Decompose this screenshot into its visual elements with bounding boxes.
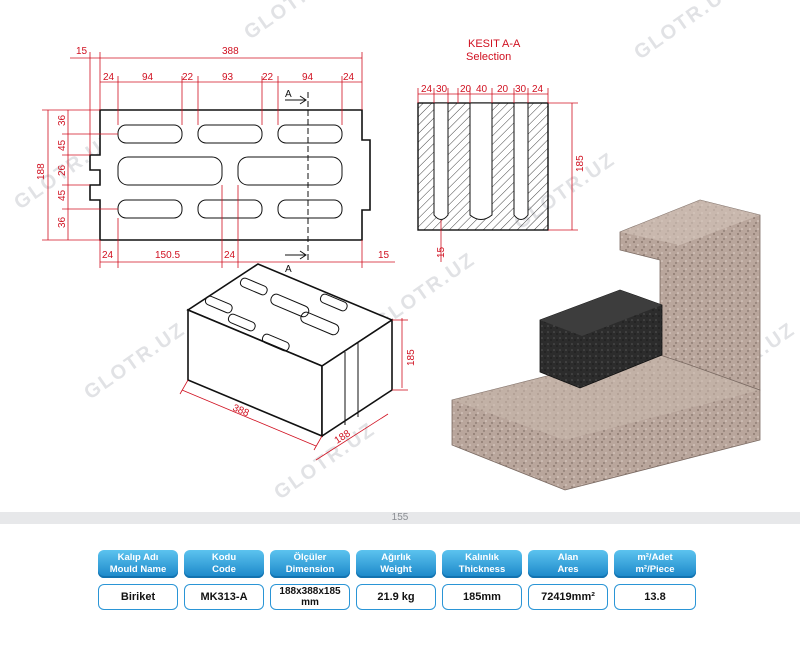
value-dimension: 188x388x185 mm	[270, 584, 350, 610]
dim-height: 188	[36, 163, 47, 180]
section-mark: A	[285, 264, 292, 275]
page-separator	[0, 512, 800, 524]
dim-section-bottom: 15	[436, 246, 447, 258]
dim-section-seg: 40	[476, 84, 488, 95]
value-thickness: 185mm	[442, 584, 522, 610]
page-number: 155	[391, 512, 409, 523]
dim-overall-width: 388	[222, 46, 239, 57]
dim-top-seg: 94	[142, 72, 154, 83]
value-area: 72419mm²	[528, 584, 608, 610]
rendered-wall-illustration	[451, 199, 761, 491]
watermark: GLOTR.UZ	[80, 318, 189, 404]
dim-section-seg: 24	[421, 84, 433, 95]
void-slot	[277, 199, 343, 219]
dim-left-seg: 36	[57, 216, 68, 228]
isometric-block: 388 188 185	[179, 263, 417, 461]
dim-left-seg: 36	[57, 114, 68, 126]
dim-bottom-seg: 24	[102, 250, 114, 261]
technical-drawings: GLOTR.UZ GLOTR.UZ GLOTR.UZ GLOTR.UZ GLOT…	[10, 0, 799, 504]
section-subtitle: Selection	[466, 51, 511, 63]
dim-left-seg: 26	[57, 164, 68, 176]
dim-top-seg: 93	[222, 72, 234, 83]
dim-top-seg: 24	[103, 72, 115, 83]
top-view: A A 388 15 24 94 22 93 22 94 24 24 150.5…	[36, 46, 395, 275]
void-slot	[197, 124, 263, 144]
dim-bottom-seg: 150.5	[155, 250, 180, 261]
value-pieces-per-m2: 13.8	[614, 584, 696, 610]
top-view-outline	[89, 109, 371, 241]
dim-section-seg: 30	[515, 84, 527, 95]
void-slot	[237, 156, 343, 186]
watermark: GLOTR.UZ	[630, 0, 739, 64]
dim-iso-height: 185	[406, 349, 417, 366]
dim-section-height: 185	[575, 155, 586, 172]
dim-left-seg: 45	[57, 139, 68, 151]
value-weight: 21.9 kg	[356, 584, 436, 610]
void-slot	[277, 124, 343, 144]
dim-section-seg: 20	[497, 84, 509, 95]
section-mark: A	[285, 89, 292, 100]
watermark: GLOTR.UZ	[240, 0, 349, 44]
dim-top-seg: 22	[262, 72, 274, 83]
dim-top-seg: 22	[182, 72, 194, 83]
value-code: MK313-A	[184, 584, 264, 610]
section-title: KESIT A-A	[468, 38, 521, 50]
dim-bottom-right-offset: 15	[378, 250, 390, 261]
dim-left-offset: 15	[76, 46, 88, 57]
spec-value-row: Biriket MK313-A 188x388x185 mm 21.9 kg 1…	[98, 584, 702, 610]
dim-section-seg: 20	[460, 84, 472, 95]
void-slot	[197, 199, 263, 219]
dim-left-seg: 45	[57, 189, 68, 201]
dim-bottom-seg: 24	[224, 250, 236, 261]
dim-section-seg: 30	[436, 84, 448, 95]
void-slot	[117, 156, 223, 186]
dim-top-seg: 24	[343, 72, 355, 83]
value-mould-name: Biriket	[98, 584, 178, 610]
dim-top-seg: 94	[302, 72, 314, 83]
dim-section-seg: 24	[532, 84, 544, 95]
section-view: KESIT A-A Selection 24 30 20 40 20 30 24…	[417, 38, 586, 262]
